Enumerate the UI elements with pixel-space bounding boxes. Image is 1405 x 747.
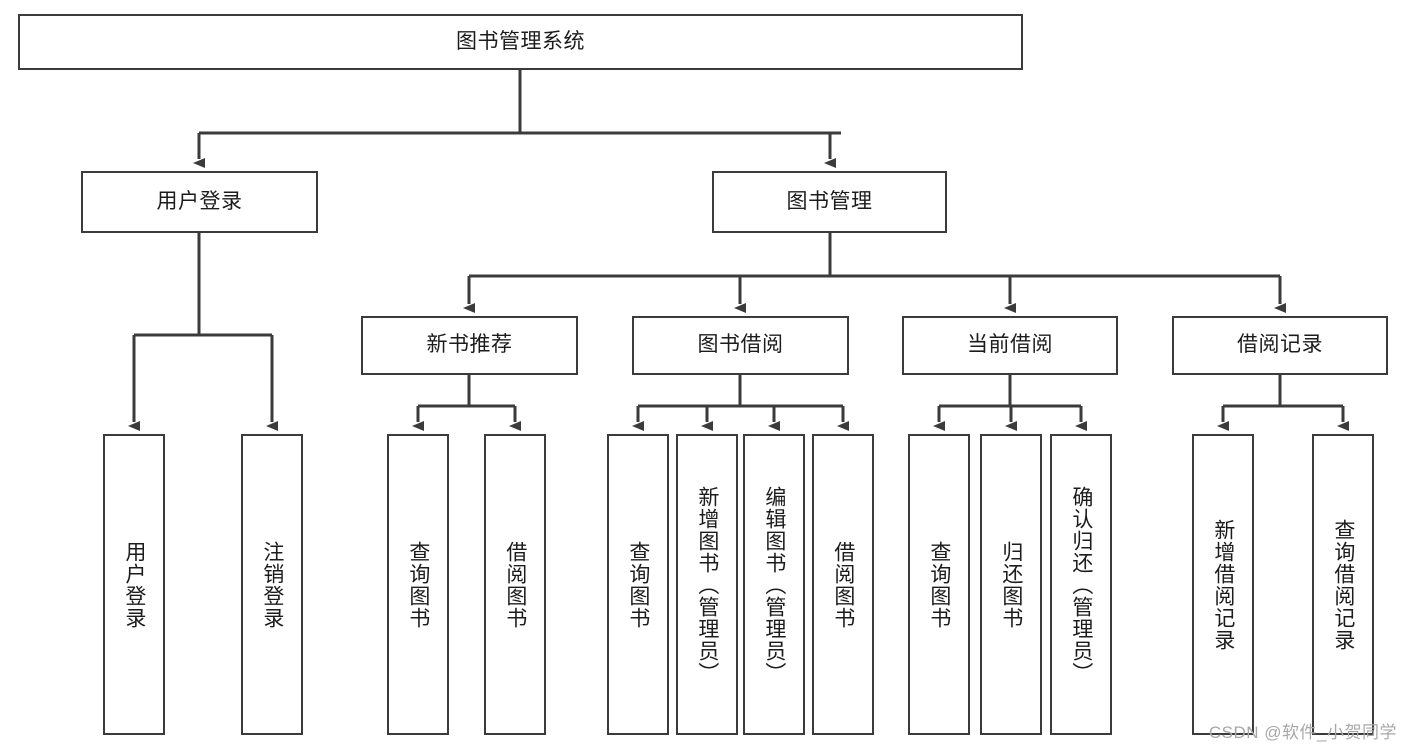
leaf-node-label: 借阅图书 (503, 540, 527, 629)
node-book-management[interactable]: 图书管理 (712, 171, 947, 233)
leaf-node-label: 查询借阅记录 (1331, 518, 1355, 651)
node-book-management-label: 图书管理 (786, 189, 873, 213)
leaf-node-label: 查询图书 (406, 540, 430, 629)
node-book-borrow-label: 图书借阅 (697, 333, 784, 357)
leaf-node[interactable]: 查询图书 (607, 434, 669, 735)
leaf-node-label: 确认归还（管理员） (1069, 485, 1093, 684)
leaf-node[interactable]: 查询图书 (387, 434, 449, 735)
leaf-node[interactable]: 用户登录 (103, 434, 165, 735)
leaf-node[interactable]: 查询图书 (908, 434, 970, 735)
leaf-node[interactable]: 新增图书（管理员） (676, 434, 738, 735)
leaf-node-label: 新增借阅记录 (1211, 518, 1235, 651)
node-user-login[interactable]: 用户登录 (81, 171, 318, 233)
node-current-borrow[interactable]: 当前借阅 (902, 316, 1118, 375)
node-root-label: 图书管理系统 (456, 29, 585, 53)
leaf-node[interactable]: 确认归还（管理员） (1050, 434, 1112, 735)
leaf-node-label: 编辑图书（管理员） (762, 485, 786, 684)
leaf-node-label: 查询图书 (927, 540, 951, 629)
leaf-node-label: 新增图书（管理员） (695, 485, 719, 684)
leaf-node-label: 用户登录 (122, 540, 146, 629)
leaf-node-label: 归还图书 (999, 540, 1023, 629)
leaf-node-label: 查询图书 (626, 540, 650, 629)
node-borrow-records[interactable]: 借阅记录 (1172, 316, 1388, 375)
leaf-node[interactable]: 编辑图书（管理员） (743, 434, 805, 735)
leaf-node[interactable]: 归还图书 (980, 434, 1042, 735)
node-root[interactable]: 图书管理系统 (18, 14, 1023, 70)
leaf-node[interactable]: 注销登录 (241, 434, 303, 735)
node-new-book-recommend-label: 新书推荐 (426, 333, 513, 357)
node-new-book-recommend[interactable]: 新书推荐 (361, 316, 578, 375)
leaf-node-label: 注销登录 (260, 540, 284, 629)
leaf-node[interactable]: 借阅图书 (484, 434, 546, 735)
leaf-node[interactable]: 查询借阅记录 (1312, 434, 1374, 735)
node-user-login-label: 用户登录 (156, 189, 243, 213)
node-current-borrow-label: 当前借阅 (967, 333, 1053, 357)
leaf-node[interactable]: 借阅图书 (812, 434, 874, 735)
watermark-text: CSDN @软件_小贺同学 (1208, 723, 1397, 742)
node-borrow-records-label: 借阅记录 (1237, 333, 1323, 357)
leaf-node[interactable]: 新增借阅记录 (1192, 434, 1254, 735)
leaf-node-label: 借阅图书 (831, 540, 855, 629)
node-book-borrow[interactable]: 图书借阅 (632, 316, 849, 375)
